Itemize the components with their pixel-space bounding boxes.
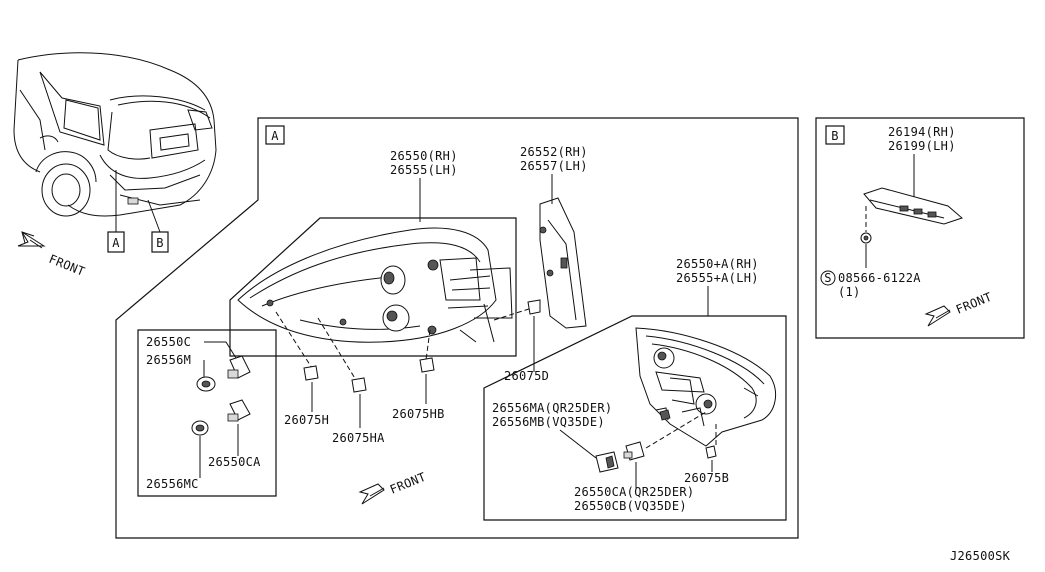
inner-bulb-cb-label: 26550CB(VQ35DE) [574, 499, 687, 513]
front-arrow-top: FRONT [17, 231, 87, 279]
bulb-ca [227, 399, 251, 422]
lamp-rh-label: 26550(RH) [390, 149, 458, 163]
vehicle-sketch [13, 52, 217, 233]
inner-lamp-lh-label: 26555+A(LH) [676, 271, 759, 285]
finisher-rh-label: 26552(RH) [520, 145, 588, 159]
clip-26075ha [351, 377, 367, 393]
callout-a-label: A [112, 236, 120, 250]
socket-mb-label: 26556MB(VQ35DE) [492, 415, 605, 429]
section-a-label: A [271, 129, 279, 143]
screw-symbol: S [820, 270, 836, 286]
socket-m-label: 26556M [146, 353, 191, 367]
clip-26075h [303, 365, 319, 381]
stop-lamp-rh-label: 26194(RH) [888, 125, 956, 139]
clip-26075h-label: 26075H [284, 413, 329, 427]
front-arrow-center: FRONT [358, 470, 428, 505]
front-arrow-right: FRONT [924, 290, 994, 327]
combination-lamp-assembly [237, 227, 513, 343]
clip-26075hb [419, 357, 435, 373]
socket-mc-label: 26556MC [146, 477, 199, 491]
inner-bulb [623, 441, 645, 461]
section-a-tag: A [265, 125, 285, 145]
clip-26075ha-label: 26075HA [332, 431, 385, 445]
lamp-subframe [229, 217, 517, 357]
finisher-lh-label: 26557(LH) [520, 159, 588, 173]
inner-bulb-ca-label: 26550CA(QR25DER) [574, 485, 694, 499]
callout-b-label: B [156, 236, 164, 250]
nut-26075b [705, 445, 717, 459]
section-b-label: B [831, 129, 839, 143]
section-b-tag: B [825, 125, 845, 145]
high-mount-stop-lamp [863, 187, 963, 225]
bulb-ca-label: 26550CA [208, 455, 261, 469]
front-label-top: FRONT [47, 252, 87, 279]
callout-b: B [151, 231, 169, 253]
clip-26075hb-label: 26075HB [392, 407, 445, 421]
callout-a: A [107, 231, 125, 253]
bulb-subframe [137, 329, 277, 497]
screw-part-label: 08566-6122A [838, 271, 921, 285]
socket-m [196, 376, 216, 392]
section-a-frame [115, 117, 799, 539]
screw-symbol-label: S [824, 271, 832, 285]
stop-lamp-lh-label: 26199(LH) [888, 139, 956, 153]
socket-mc [191, 420, 209, 436]
screw-qty-label: (1) [838, 285, 861, 299]
clip-26075d-label: 26075D [504, 369, 549, 383]
nut-26075b-label: 26075B [684, 471, 729, 485]
clip-26075d [527, 299, 541, 315]
inner-socket [595, 451, 619, 473]
socket-ma-label: 26556MA(QR25DER) [492, 401, 612, 415]
bulb-c-label: 26550C [146, 335, 191, 349]
inner-lamp-subframe [483, 315, 787, 521]
finisher-panel [539, 197, 587, 329]
bulb-c [227, 355, 251, 379]
screw-08566 [860, 232, 872, 244]
front-label-right: FRONT [954, 290, 994, 317]
section-b-frame [815, 117, 1025, 339]
inner-lamp-assembly [635, 327, 777, 447]
inner-lamp-rh-label: 26550+A(RH) [676, 257, 759, 271]
diagram-code: J26500SK [950, 549, 1011, 563]
lamp-lh-label: 26555(LH) [390, 163, 458, 177]
front-label-center: FRONT [388, 470, 428, 497]
